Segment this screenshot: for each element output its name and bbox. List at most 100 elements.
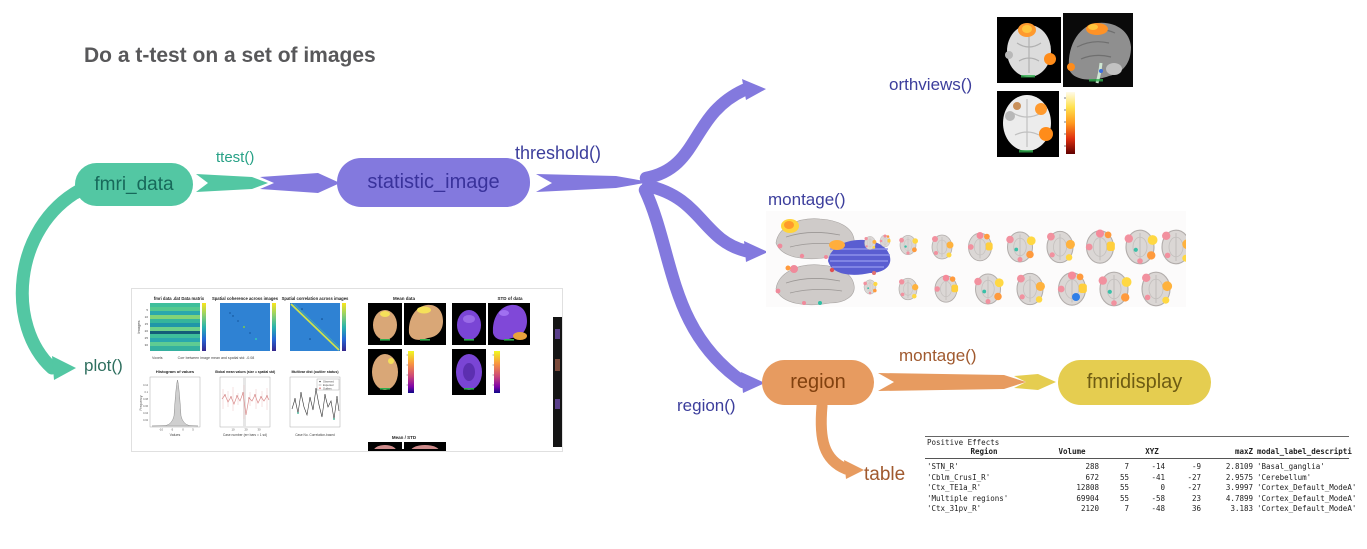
montage-axial-slices bbox=[863, 228, 1186, 307]
svg-text:fmri data .dat Data matrix: fmri data .dat Data matrix bbox=[154, 296, 205, 301]
svg-text:5: 5 bbox=[192, 428, 194, 432]
orthviews-axial bbox=[997, 91, 1059, 157]
panel-mean-std-ratio: Mean / STD bbox=[368, 435, 446, 451]
node-statistic-image: statistic_image bbox=[337, 158, 530, 207]
orthviews-coronal bbox=[997, 17, 1061, 83]
svg-text:Mean / STD: Mean / STD bbox=[392, 435, 417, 440]
svg-text:Case number (err bars = 1 sd): Case number (err bars = 1 sd) bbox=[223, 433, 267, 437]
node-statistic-image-label: statistic_image bbox=[367, 171, 500, 193]
svg-text:Images: Images bbox=[136, 320, 141, 333]
svg-text:0.08: 0.08 bbox=[143, 398, 148, 401]
svg-text:0.1: 0.1 bbox=[145, 391, 149, 394]
table-row: 'Cblm_CrusI_R' 672 55 -41 -27 2.9575 'Ce… bbox=[927, 472, 1312, 482]
svg-text:0.04: 0.04 bbox=[143, 412, 148, 415]
node-fmri-data: fmri_data bbox=[75, 163, 193, 206]
results-table: Positive Effects Region Volume XYZ maxZ … bbox=[925, 436, 1357, 515]
table-row: 'Multiple regions' 69904 55 -58 23 4.789… bbox=[927, 493, 1357, 503]
arrowhead-region bbox=[741, 372, 765, 393]
table-top-rule bbox=[925, 436, 1349, 437]
label-montage-orange: montage() bbox=[899, 346, 977, 365]
node-fmridisplay-label: fmridisplay bbox=[1086, 371, 1183, 393]
svg-text:20: 20 bbox=[244, 428, 248, 432]
montage-sagittal-2 bbox=[775, 264, 855, 306]
figure-right-strip bbox=[553, 317, 562, 447]
arrow-ttest-teal bbox=[196, 174, 268, 192]
col-volume: Volume bbox=[1043, 447, 1101, 459]
node-region: region bbox=[762, 360, 874, 405]
plot-caption: Voxels Corr between image mean and spati… bbox=[152, 356, 254, 360]
table-row: 'STN_R' 288 7 -14 -9 2.8109 'Basal_gangl… bbox=[927, 462, 1325, 471]
arrow-ttest-purple bbox=[260, 173, 340, 193]
svg-text:Mean data: Mean data bbox=[393, 296, 416, 301]
table-header-row: Region Volume XYZ maxZ modal_label_descr… bbox=[925, 447, 1352, 459]
subplot-data-matrix: fmri data .dat Data matrix 5 10 15 20 25… bbox=[136, 296, 206, 351]
svg-text:30: 30 bbox=[145, 343, 149, 347]
subplot-spatial-coherence: Spatial coherence across images bbox=[212, 296, 279, 351]
arrow-branch-region bbox=[638, 183, 750, 389]
svg-text:-10: -10 bbox=[159, 428, 163, 432]
arrow-branch-orthviews bbox=[639, 83, 751, 185]
orthviews-figure bbox=[997, 13, 1133, 157]
label-threshold: threshold() bbox=[515, 143, 602, 163]
node-region-label: region bbox=[790, 371, 846, 393]
node-fmridisplay: fmridisplay bbox=[1058, 360, 1211, 405]
svg-text:15: 15 bbox=[145, 322, 149, 326]
orthviews-colorbar bbox=[1061, 89, 1083, 157]
arrow-threshold bbox=[536, 174, 650, 192]
arrowhead-plot bbox=[52, 356, 76, 380]
svg-text:Case No. Correlation-based: Case No. Correlation-based bbox=[295, 433, 335, 437]
arrow-montage-orange bbox=[878, 373, 1026, 391]
svg-text:Histogram of values: Histogram of values bbox=[156, 369, 195, 374]
node-fmri-data-label: fmri_data bbox=[94, 173, 174, 195]
svg-text:Spatial coherence across image: Spatial coherence across images bbox=[212, 296, 279, 301]
arrowhead-orthviews bbox=[742, 79, 766, 100]
svg-text:Frequency: Frequency bbox=[139, 395, 143, 410]
svg-text:STD of data: STD of data bbox=[497, 296, 522, 301]
svg-text:Observed: Observed bbox=[323, 381, 334, 384]
orthviews-sagittal bbox=[1063, 13, 1133, 87]
svg-text:Values: Values bbox=[170, 433, 181, 437]
subplot-multivar-dist: Multivar dist (outlier status) Observed … bbox=[289, 370, 341, 437]
svg-text:0.02: 0.02 bbox=[143, 419, 148, 422]
svg-text:10: 10 bbox=[145, 315, 149, 319]
svg-text:20: 20 bbox=[145, 329, 149, 333]
svg-text:10: 10 bbox=[231, 428, 235, 432]
arrow-region-to-table bbox=[815, 400, 852, 475]
col-modal-label: modal_label_descripti bbox=[1255, 447, 1352, 459]
label-plot: plot() bbox=[84, 356, 123, 375]
svg-text:Multivar dist (outlier status): Multivar dist (outlier status) bbox=[291, 370, 339, 374]
svg-text:-5: -5 bbox=[171, 428, 174, 432]
svg-text:Expected: Expected bbox=[323, 384, 334, 387]
arrow-montage-yellow-tip bbox=[1014, 374, 1056, 390]
montage-purple-brain bbox=[828, 239, 891, 275]
blue-blob bbox=[1072, 293, 1080, 301]
montage-figure bbox=[766, 211, 1186, 307]
col-region: Region bbox=[925, 447, 1043, 459]
col-xyz: XYZ bbox=[1101, 447, 1204, 459]
label-ttest: ttest() bbox=[216, 149, 255, 166]
svg-text:Spatial correlation across ima: Spatial correlation across images bbox=[282, 296, 349, 301]
table-row: 'Ctx_31pv_R' 2120 7 -48 36 3.183 'Cortex… bbox=[927, 504, 1357, 513]
positive-effects-table: Region Volume XYZ maxZ modal_label_descr… bbox=[925, 447, 1357, 515]
arrow-branch-montage bbox=[641, 179, 753, 258]
subplot-global-mean: Global mean values (size = spatial std) … bbox=[215, 370, 275, 437]
svg-text:5: 5 bbox=[146, 308, 148, 312]
svg-text:25: 25 bbox=[145, 336, 149, 340]
label-region-fn: region() bbox=[677, 396, 736, 415]
svg-text:0: 0 bbox=[182, 428, 184, 432]
page-title: Do a t-test on a set of images bbox=[84, 44, 376, 67]
label-table: table bbox=[864, 464, 906, 485]
arrow-fmri-to-plot bbox=[15, 183, 87, 375]
panel-std-of-data: STD of data bbox=[452, 296, 530, 395]
svg-text:0.12: 0.12 bbox=[143, 384, 148, 387]
label-orthviews: orthviews() bbox=[889, 75, 973, 94]
svg-text:Outliers: Outliers bbox=[323, 387, 332, 390]
label-montage: montage() bbox=[768, 190, 846, 209]
arrowhead-table bbox=[844, 460, 864, 479]
arrowhead-montage bbox=[744, 241, 768, 262]
panel-mean-data: Mean data bbox=[368, 296, 446, 395]
svg-text:30: 30 bbox=[257, 428, 261, 432]
table-title: Positive Effects bbox=[927, 438, 1000, 447]
